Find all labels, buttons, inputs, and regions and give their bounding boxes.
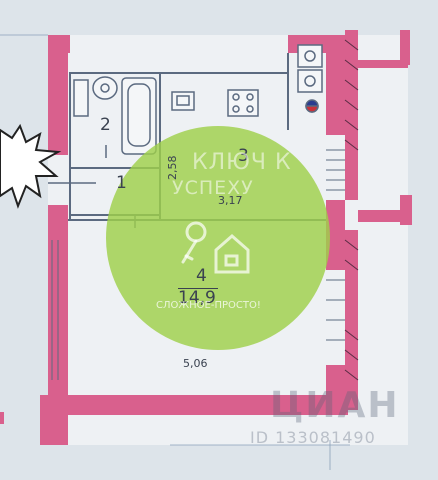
watermark-brand-line2: УСПЕХУ — [172, 177, 254, 199]
key-house-icon — [181, 221, 250, 274]
dimension-room3-width: 3,17 — [218, 194, 243, 207]
kitchen-fixtures — [171, 89, 259, 117]
room-label-4: 4 — [196, 266, 207, 286]
left-red-mark — [0, 412, 4, 424]
left-wall-strip — [51, 240, 59, 380]
watermark-site-name: ЦИАН — [270, 385, 400, 426]
watermark-circle — [106, 126, 330, 350]
wall-hatching — [344, 39, 359, 381]
dimension-room4-width: 5,06 — [183, 357, 208, 370]
walls — [40, 30, 412, 445]
stair-lines — [326, 149, 345, 341]
room-label-1: 1 — [116, 173, 127, 193]
watermark-slogan: СЛОЖНОЕ-ПРОСТО! — [156, 300, 261, 311]
room-label-3: 3 — [238, 146, 249, 166]
starburst-icon — [0, 123, 62, 209]
area-fraction-line — [178, 288, 218, 289]
room-label-2: 2 — [100, 115, 111, 135]
watermark-listing-id: ID 133081490 — [250, 428, 376, 447]
utility-shafts — [297, 44, 323, 113]
room4-area: 14,9 — [178, 288, 216, 308]
watermark-brand-line1: КЛЮЧ К — [192, 150, 292, 175]
dimension-lines — [0, 34, 350, 470]
bathroom-fixtures — [73, 76, 157, 155]
